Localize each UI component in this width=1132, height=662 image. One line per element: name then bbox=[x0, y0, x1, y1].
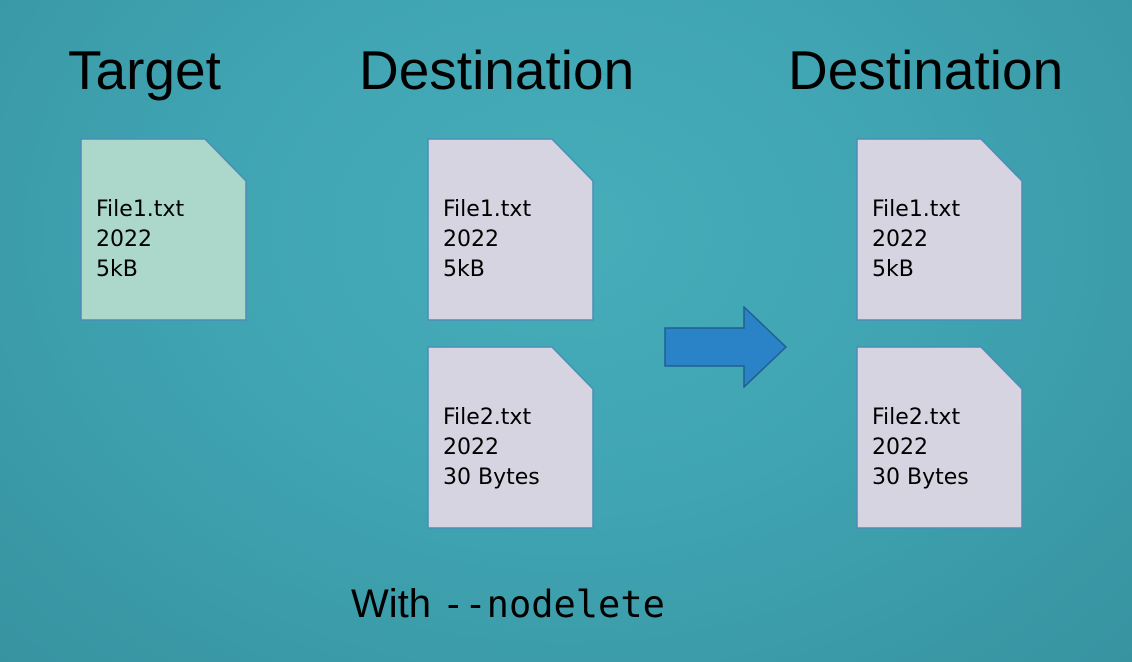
destination-before-file2-card: File2.txt 2022 30 Bytes bbox=[427, 346, 595, 530]
file-label: File2.txt 2022 30 Bytes bbox=[872, 403, 969, 493]
destination-after-file2-card: File2.txt 2022 30 Bytes bbox=[856, 346, 1024, 530]
document-icon bbox=[80, 138, 247, 321]
document-icon bbox=[856, 138, 1023, 321]
file-label: File1.txt 2022 5kB bbox=[96, 195, 184, 285]
file-label: File2.txt 2022 30 Bytes bbox=[443, 403, 540, 493]
file-label: File1.txt 2022 5kB bbox=[443, 195, 531, 285]
file-year: 2022 bbox=[872, 435, 928, 460]
destination-after-heading: Destination bbox=[788, 39, 1064, 101]
file-size: 5kB bbox=[443, 257, 485, 282]
file-year: 2022 bbox=[872, 227, 928, 252]
destination-after-file1-card: File1.txt 2022 5kB bbox=[856, 138, 1024, 322]
right-arrow-icon bbox=[664, 306, 788, 388]
target-file1-shape bbox=[80, 138, 247, 321]
file-year: 2022 bbox=[443, 435, 499, 460]
destination-before-file1-card: File1.txt 2022 5kB bbox=[427, 138, 595, 322]
file-name: File1.txt bbox=[443, 197, 532, 222]
file-year: 2022 bbox=[443, 227, 499, 252]
document-icon bbox=[856, 346, 1023, 529]
file-name: File2.txt bbox=[443, 405, 532, 430]
file-name: File1.txt bbox=[872, 197, 961, 222]
target-file1-card: File1.txt 2022 5kB bbox=[80, 138, 248, 322]
document-icon bbox=[427, 346, 594, 529]
file-year: 2022 bbox=[96, 227, 152, 252]
destination-before-heading: Destination bbox=[359, 39, 635, 101]
caption-prefix: With bbox=[351, 582, 431, 626]
file-size: 5kB bbox=[96, 257, 138, 282]
file-size: 30 Bytes bbox=[872, 465, 969, 490]
file-size: 30 Bytes bbox=[443, 465, 540, 490]
caption-option: --nodelete bbox=[442, 583, 665, 626]
caption: With --nodelete bbox=[351, 580, 665, 629]
file-name: File1.txt bbox=[96, 197, 185, 222]
file-size: 5kB bbox=[872, 257, 914, 282]
target-heading: Target bbox=[68, 39, 221, 101]
document-icon bbox=[427, 138, 594, 321]
file-name: File2.txt bbox=[872, 405, 961, 430]
file-label: File1.txt 2022 5kB bbox=[872, 195, 960, 285]
